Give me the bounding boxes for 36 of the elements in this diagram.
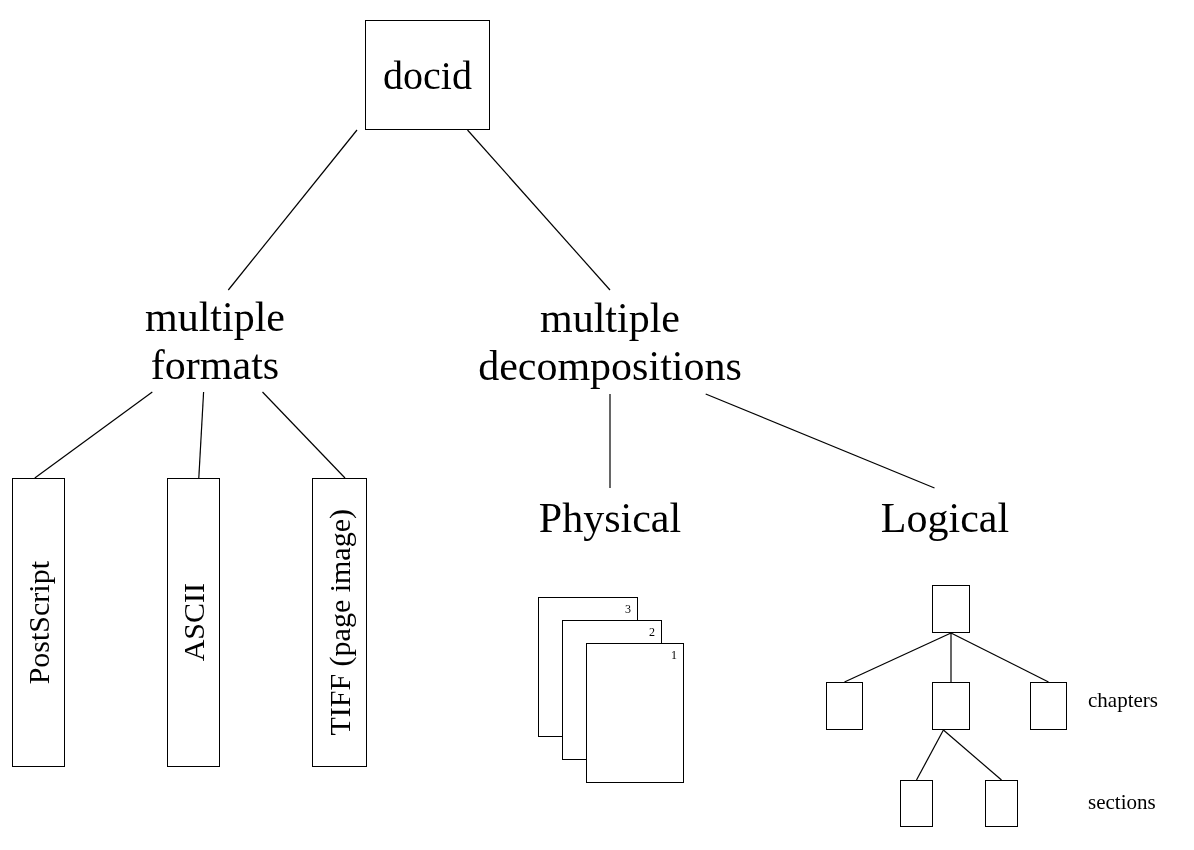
format-label: TIFF (page image) [322,509,357,736]
page-sheet [586,643,684,783]
node-label: Logical [870,490,1020,546]
connector-line [198,391,205,479]
tree-box [1030,682,1067,730]
format-box [312,478,367,767]
box-label: docid [383,51,472,99]
connector-line [34,391,153,479]
connector-line [261,391,346,479]
node-label: multiple formats [120,292,310,390]
node-label: Physical [530,490,690,546]
connector-line [609,393,611,489]
tree-box [900,780,933,827]
tree-box [985,780,1018,827]
format-label: ASCII [176,583,211,662]
connector-line [950,632,1050,683]
process-box [365,20,490,130]
format-box [12,478,65,767]
connector-line [942,729,1003,781]
tree-box [826,682,863,730]
connector-line [950,632,952,683]
page-number: 3 [625,602,631,617]
page-number: 1 [671,648,677,663]
connector-line [227,129,358,291]
connector-line [466,129,611,291]
tree-box [932,682,970,730]
node-label: multiple decompositions [465,292,755,392]
level-label: sections [1088,790,1156,815]
format-box [167,478,220,767]
level-label: chapters [1088,688,1158,713]
connector-line [705,393,936,489]
format-label: PostScript [21,560,56,685]
tree-box [932,585,970,633]
page-number: 2 [649,625,655,640]
connector-line [915,729,944,781]
connector-line [843,632,952,683]
